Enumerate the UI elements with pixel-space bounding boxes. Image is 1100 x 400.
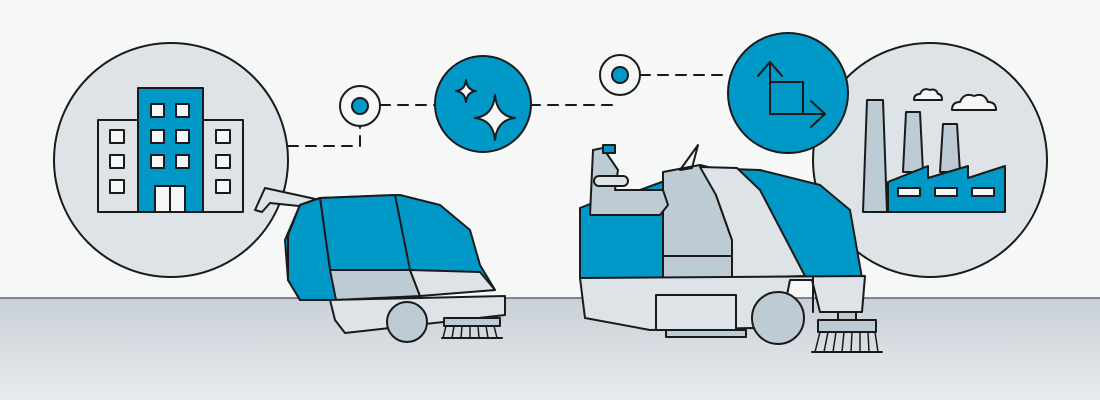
floor	[0, 298, 1100, 400]
expand-axes-icon	[727, 32, 849, 154]
target-node-icon	[599, 54, 641, 96]
factory-icon	[812, 42, 1048, 278]
office-building-icon	[53, 42, 289, 278]
sparkle-icon	[434, 55, 532, 153]
walk-behind-sweeper	[254, 187, 506, 343]
dashed-connectors	[287, 74, 729, 147]
ride-on-sweeper	[579, 144, 883, 353]
target-node-icon	[339, 85, 381, 127]
